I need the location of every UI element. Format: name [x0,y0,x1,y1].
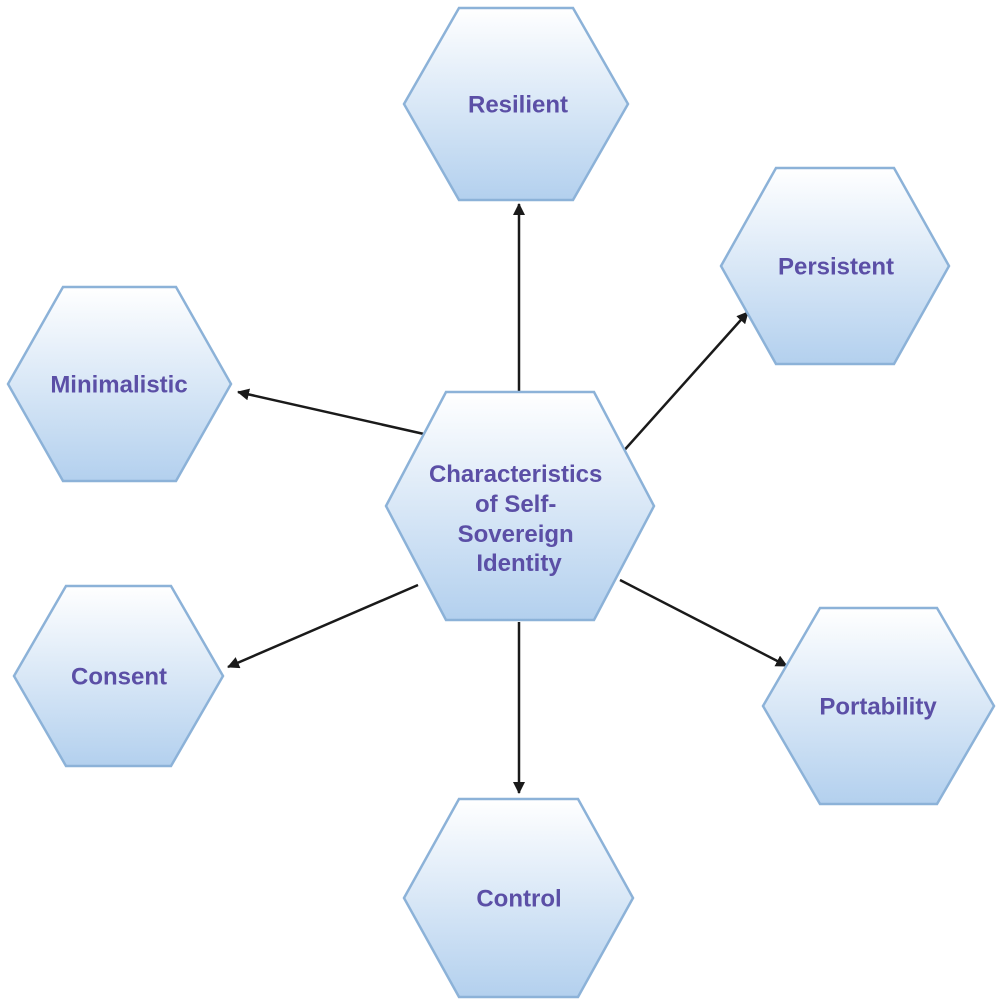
center-label: Characteristics of Self- Sovereign Ident… [429,461,609,577]
node-persistent-shape [719,166,951,366]
center-label-line-2: of Self- [475,491,556,518]
arrow-to-portability [619,578,788,668]
node-portability-label: Portability [819,693,937,720]
node-consent: Consent [12,584,225,768]
node-consent-shape [12,584,225,768]
node-resilient-shape [402,6,630,202]
connector-arrows [227,203,788,794]
node-consent-label: Consent [71,663,167,690]
center-hexagon: Characteristics of Self- Sovereign Ident… [384,390,656,622]
node-portability: Portability [761,606,996,806]
center-label-line-3: Sovereign [458,521,574,548]
node-minimalistic: Minimalistic [6,285,233,483]
node-minimalistic-label: Minimalistic [50,371,187,398]
center-label-line-4: Identity [476,550,562,577]
arrow-to-consent [227,583,419,669]
node-minimalistic-shape [6,285,233,483]
node-portability-shape [761,606,996,806]
node-control-shape [402,797,635,999]
center-hexagon-shape [384,390,656,622]
arrow-to-minimalistic [237,388,425,436]
center-label-line-1: Characteristics [429,461,602,488]
node-resilient: Resilient [402,6,630,202]
node-persistent-label: Persistent [778,253,894,280]
node-control-label: Control [476,885,561,912]
node-persistent: Persistent [719,166,951,366]
node-control: Control [402,797,635,999]
node-resilient-label: Resilient [468,91,568,118]
arrow-to-persistent [619,311,749,456]
